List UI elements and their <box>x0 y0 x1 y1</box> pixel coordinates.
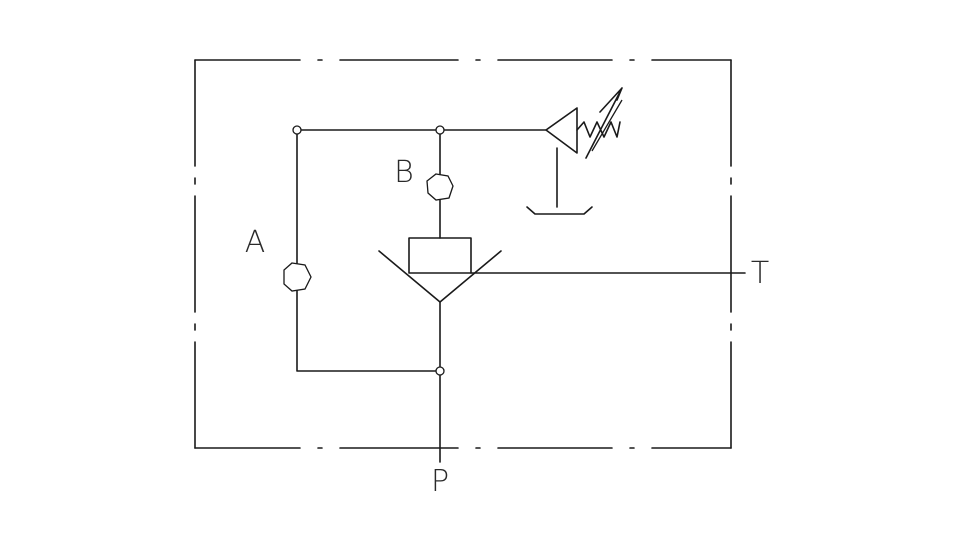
flow-lines <box>296 129 746 463</box>
line-a <box>296 129 441 372</box>
valve-seat <box>378 250 502 303</box>
orifice-b <box>426 173 454 201</box>
adjustment-arrow-icon <box>585 87 623 159</box>
drain-tank-icon <box>526 206 593 215</box>
pilot-valve <box>526 87 623 215</box>
orifice-a <box>283 262 312 292</box>
port-label-a: A <box>245 225 266 260</box>
port-label-p: P <box>431 464 449 499</box>
junction-node <box>292 125 302 135</box>
main-valve <box>378 237 502 303</box>
junction-node <box>435 125 445 135</box>
junction-node <box>435 366 445 376</box>
adjustment-arrow-shaft <box>591 99 623 152</box>
port-label-t: T <box>751 256 769 291</box>
enclosure-boundary <box>194 59 732 449</box>
port-label-b: B <box>394 155 414 190</box>
valve-body <box>408 237 472 274</box>
pilot-cone <box>545 107 578 154</box>
